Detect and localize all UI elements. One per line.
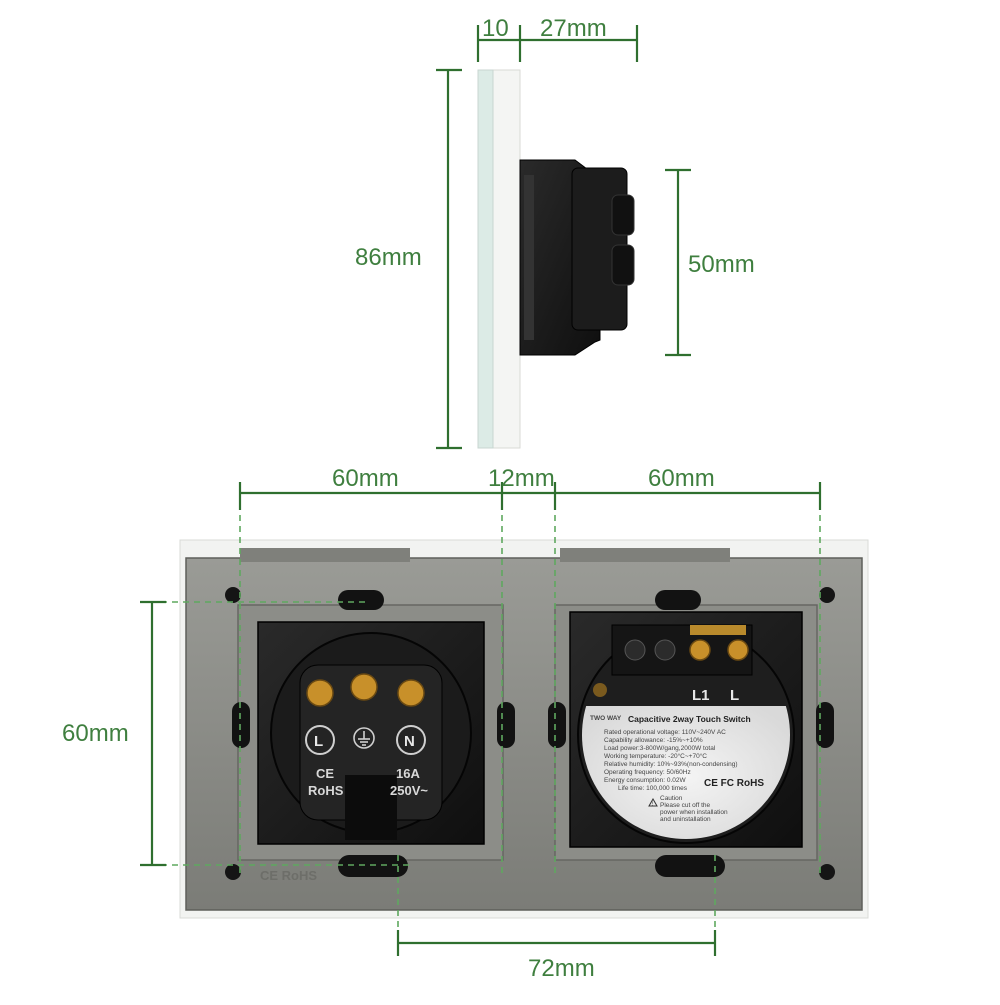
terminal-screw bbox=[306, 679, 334, 707]
dim-side-height: 86mm bbox=[355, 244, 422, 271]
terminal-screw bbox=[689, 639, 711, 661]
label-prefix: TWO WAY bbox=[590, 715, 622, 722]
earth-ground-icon bbox=[353, 727, 375, 749]
label-line: Rated operational voltage: 110V~240V AC bbox=[604, 729, 726, 736]
dim-side-depth: 27mm bbox=[540, 15, 607, 42]
screw-hole bbox=[225, 864, 241, 880]
side-module-body bbox=[519, 159, 635, 356]
mounting-slot bbox=[232, 702, 250, 748]
socket-terminal-n: N bbox=[404, 733, 415, 750]
side-view: 10 27mm 86mm 50mm bbox=[355, 15, 755, 450]
dim-front-left-width: 60mm bbox=[332, 465, 399, 492]
caution-line: and uninstallation bbox=[660, 816, 711, 823]
plate-ce-rohs-mark: CE RoHS bbox=[260, 868, 317, 883]
terminal-screw bbox=[350, 673, 378, 701]
mounting-slot bbox=[655, 855, 725, 877]
caution-line: power when installation bbox=[660, 809, 728, 816]
terminal-screw bbox=[727, 639, 749, 661]
mounting-slot bbox=[497, 702, 515, 748]
mounting-slot bbox=[548, 702, 566, 748]
label-line: Operating frequency: 50/60Hz bbox=[604, 769, 691, 776]
mounting-slot bbox=[655, 590, 701, 610]
svg-text:!: ! bbox=[652, 802, 654, 808]
dim-side-glass: 10 bbox=[482, 15, 509, 42]
screw-hole bbox=[819, 587, 835, 603]
socket-rohs-mark: RoHS bbox=[308, 783, 344, 798]
label-line: Load power:3-800W/gang,2000W total bbox=[604, 745, 716, 752]
screw-hole bbox=[819, 864, 835, 880]
switch-module: L1 L TWO WAY Capacitive 2way Touch Switc… bbox=[569, 611, 803, 848]
label-line: Working temperature: -20°C~+70°C bbox=[604, 752, 707, 760]
label-title: Capacitive 2way Touch Switch bbox=[628, 714, 751, 724]
screw-hole bbox=[225, 587, 241, 603]
socket-module: L N CE RoHS 16A 250V~ bbox=[257, 621, 485, 845]
dim-front-center-distance: 72mm bbox=[528, 955, 595, 982]
label-line: Capability allowance: -15%~+10% bbox=[604, 737, 703, 744]
mounting-slot bbox=[338, 590, 384, 610]
terminal-screw bbox=[397, 679, 425, 707]
terminal-screw bbox=[654, 639, 676, 661]
label-line: Energy consumption: 0.02W bbox=[604, 777, 687, 784]
mounting-slot bbox=[816, 702, 834, 748]
dim-front-right-width: 60mm bbox=[648, 465, 715, 492]
terminal-screw bbox=[624, 639, 646, 661]
caution-line: Please cut off the bbox=[660, 802, 710, 809]
caution-warning-icon: ! bbox=[648, 797, 658, 808]
label-line: Relative humidity: 10%~93%(non-condensin… bbox=[604, 761, 738, 768]
back-view: CE RoHS L N CE bbox=[62, 465, 869, 982]
dim-front-gap: 12mm bbox=[488, 465, 555, 492]
label-line: Life time: 100,000 times bbox=[618, 785, 688, 792]
socket-ce-mark: CE bbox=[316, 766, 334, 781]
dim-front-height: 60mm bbox=[62, 720, 129, 747]
dim-side-module-height: 50mm bbox=[688, 251, 755, 278]
switch-terminal-l: L bbox=[730, 687, 739, 704]
socket-rating-current: 16A bbox=[396, 766, 420, 781]
side-glass-edge bbox=[477, 69, 494, 449]
socket-rating-voltage: 250V~ bbox=[390, 783, 428, 798]
label-certification-marks: CE FC RoHS bbox=[704, 778, 764, 789]
socket-terminal-l: L bbox=[314, 733, 323, 750]
mounting-slot bbox=[338, 855, 408, 877]
caution-title: Caution bbox=[660, 795, 683, 802]
switch-terminal-l1: L1 bbox=[692, 687, 710, 704]
